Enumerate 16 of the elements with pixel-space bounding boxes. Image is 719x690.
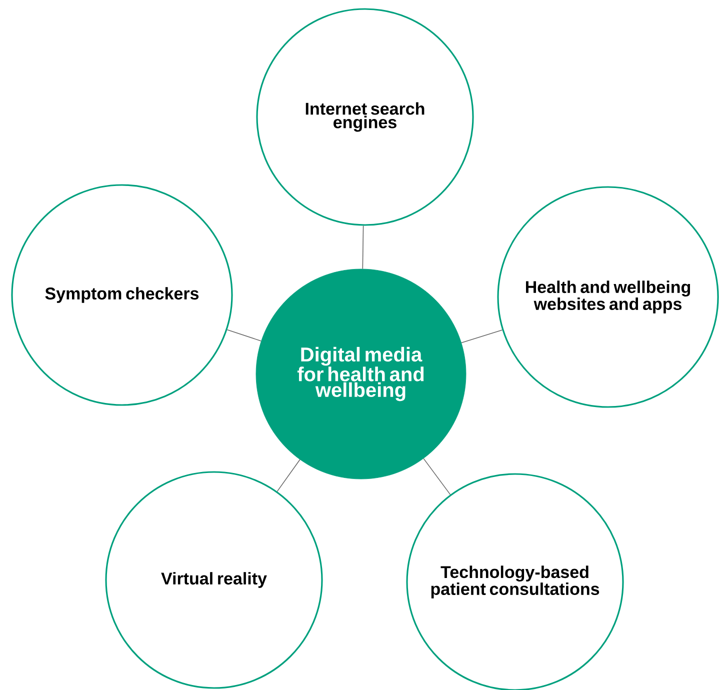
connector-line: [423, 458, 451, 495]
node-label: Technology-based patient consultations: [431, 566, 600, 598]
node-label: Health and wellbeing websites and apps: [526, 280, 690, 314]
connector-line: [362, 225, 364, 270]
topic-circle: [256, 8, 474, 226]
connector-line: [226, 329, 262, 342]
node-label: Digital media for health and wellbeing: [297, 346, 424, 402]
topic-circle: [497, 186, 719, 408]
connector-line: [276, 459, 300, 492]
topic-circle: [105, 471, 323, 689]
topic-circle: [11, 184, 233, 406]
central-circle: [256, 268, 466, 480]
connector-line: [461, 330, 503, 344]
node-label: Virtual reality: [161, 572, 267, 588]
node-label: Symptom checkers: [45, 287, 199, 303]
node-label: Internet search engines: [306, 102, 424, 132]
